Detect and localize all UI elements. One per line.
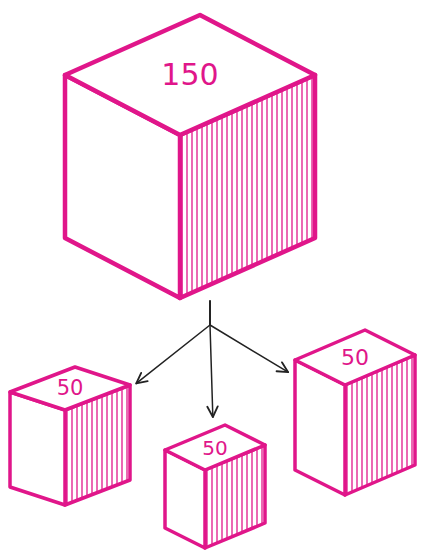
quantity-label: 50 (341, 347, 369, 369)
split-arrow (136, 301, 210, 383)
cube-box: 50 (10, 367, 130, 505)
cube-box: 50 (165, 425, 265, 548)
quantity-label: 150 (161, 60, 218, 90)
split-arrow (210, 301, 288, 372)
quantity-label: 50 (57, 378, 84, 399)
top-face (165, 425, 265, 470)
cube-drawing (65, 15, 315, 298)
top-face (10, 367, 130, 410)
quantity-label: 50 (202, 438, 227, 458)
cube-box: 50 (295, 330, 415, 495)
cube-box: 150 (65, 15, 315, 298)
top-face (295, 330, 415, 385)
top-face (65, 15, 315, 135)
